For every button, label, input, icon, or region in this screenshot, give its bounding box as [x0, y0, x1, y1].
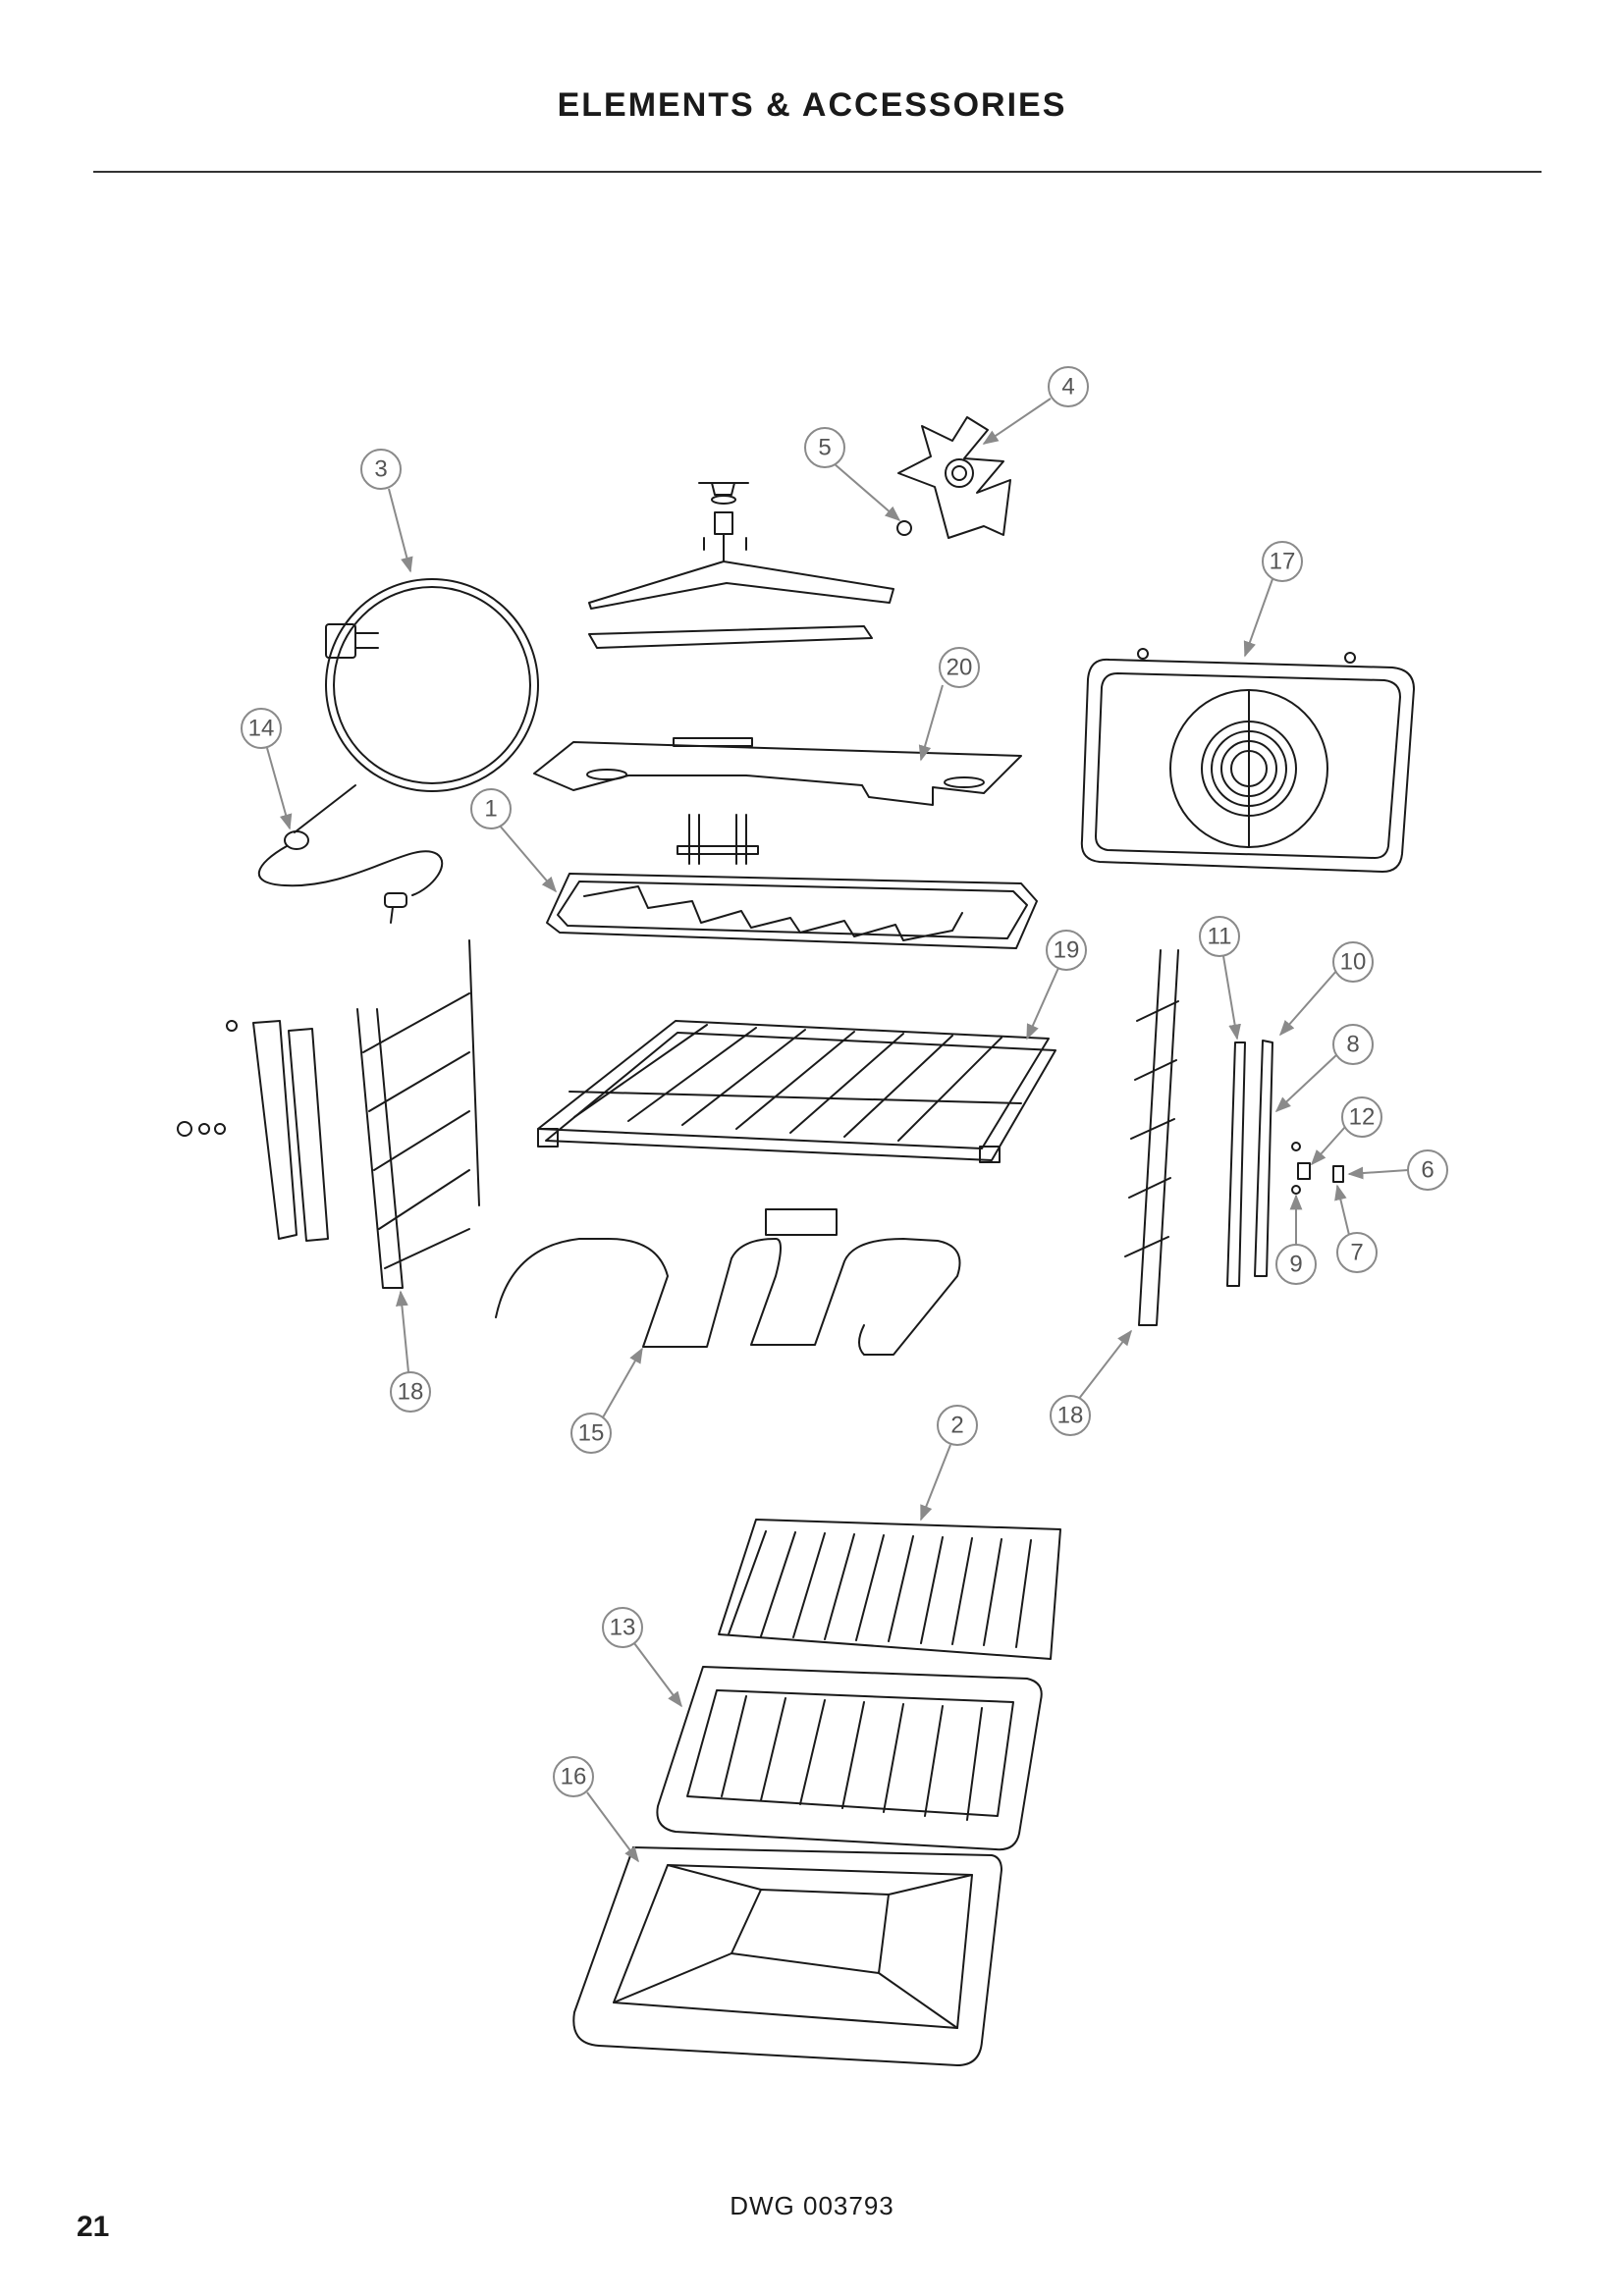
fan-blade-part	[897, 416, 1011, 539]
callout-10	[1278, 941, 1374, 1037]
callout-3	[360, 449, 413, 573]
callout-13	[602, 1607, 682, 1708]
callout-label-18-left: 18	[398, 1379, 424, 1406]
right-side-panel-part	[1226, 1040, 1344, 1287]
callout-label-11: 11	[1208, 924, 1232, 950]
callout-18-left	[390, 1290, 431, 1413]
element-cover-plate-part	[533, 737, 1022, 806]
callout-12	[1310, 1096, 1382, 1166]
fan-nut-part	[896, 520, 912, 536]
top-element-bracket-part	[588, 482, 894, 649]
callout-20	[918, 647, 980, 762]
callout-1	[470, 788, 558, 893]
callout-18-right	[1050, 1329, 1132, 1436]
callout-label-10: 10	[1340, 949, 1367, 976]
callout-label-3: 3	[374, 456, 387, 483]
callout-label-14: 14	[248, 716, 275, 742]
base-element-part	[495, 1208, 961, 1356]
callout-label-15: 15	[578, 1420, 605, 1447]
callout-19	[1026, 930, 1087, 1041]
callout-11	[1199, 916, 1241, 1041]
callout-label-5: 5	[818, 435, 831, 461]
callout-17	[1243, 541, 1303, 658]
callout-4	[982, 366, 1089, 445]
grill-element-part	[546, 814, 1038, 949]
title-divider	[93, 171, 1542, 173]
callout-label-2: 2	[950, 1413, 963, 1439]
telescopic-shelf-part	[537, 1020, 1056, 1163]
callout-label-19: 19	[1054, 937, 1080, 964]
callout-2	[920, 1405, 978, 1522]
wire-shelf-part	[718, 1519, 1061, 1660]
page-title: ELEMENTS & ACCESSORIES	[557, 86, 1067, 124]
left-side-panel-part	[177, 1020, 329, 1242]
page-number: 21	[77, 2211, 110, 2243]
callout-label-1: 1	[484, 796, 497, 823]
left-shelf-runner-part	[356, 939, 480, 1289]
rear-fan-cover-part	[1080, 648, 1415, 873]
callout-label-13: 13	[610, 1615, 636, 1641]
callout-5	[804, 427, 901, 522]
callout-label-8: 8	[1346, 1032, 1359, 1058]
meat-probe-part	[258, 784, 444, 924]
callout-6	[1347, 1149, 1448, 1191]
callout-label-20: 20	[947, 655, 973, 681]
callout-16	[553, 1756, 639, 1863]
callout-label-12: 12	[1349, 1104, 1376, 1131]
right-shelf-runner-part	[1124, 949, 1179, 1326]
callout-8	[1274, 1024, 1374, 1113]
callout-label-9: 9	[1289, 1252, 1302, 1278]
callout-label-17: 17	[1270, 549, 1296, 575]
callout-9	[1275, 1194, 1317, 1285]
callout-15	[570, 1347, 643, 1454]
callout-label-16: 16	[561, 1764, 587, 1790]
callout-label-7: 7	[1350, 1240, 1363, 1266]
roasting-dish-part	[572, 1846, 1002, 2066]
callout-14	[241, 708, 293, 830]
circular-element-part	[325, 578, 539, 792]
drawing-number: DWG 003793	[730, 2191, 894, 2220]
callout-label-4: 4	[1061, 374, 1074, 400]
callout-label-18-right: 18	[1057, 1403, 1084, 1429]
callout-7	[1334, 1184, 1378, 1273]
callout-label-6: 6	[1421, 1157, 1434, 1184]
grill-tray-part	[656, 1666, 1043, 1851]
